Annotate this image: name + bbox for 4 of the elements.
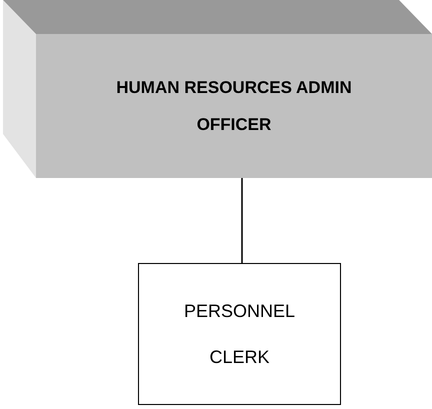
box-label: PERSONNEL CLERK <box>182 300 296 369</box>
box-title: HUMAN RESOURCES ADMIN OFFICER <box>115 77 353 136</box>
process-box <box>138 263 341 405</box>
connector-line <box>241 178 243 263</box>
